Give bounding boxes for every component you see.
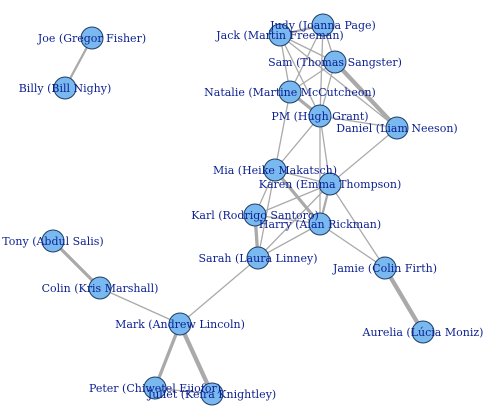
node-judy[interactable] (311, 13, 335, 37)
node-colin[interactable] (88, 276, 112, 300)
edge-sam-daniel (332, 59, 400, 131)
node-label-joe: Joe (Gregor Fisher) (37, 32, 146, 45)
node-label-mia: Mia (Heike Makatsch) (213, 164, 337, 177)
node-harry[interactable] (308, 212, 332, 236)
edge-harry-sarah (257, 223, 321, 259)
node-label-peter: Peter (Chiwetel Ejiofor) (89, 382, 221, 395)
edge-pm-mia (274, 115, 321, 171)
edge-karen-jamie (329, 183, 386, 269)
node-layer (41, 13, 435, 406)
edge-harry-jamie (319, 223, 386, 269)
node-label-natalie: Natalie (Martine McCutcheon) (204, 86, 376, 99)
edge-mia-sarah (257, 169, 276, 259)
edge-mark-juliet (177, 321, 215, 397)
edge-daniel-karen (329, 127, 398, 185)
node-mia[interactable] (263, 158, 287, 182)
node-label-judy: Judy (Joanna Page) (269, 19, 376, 32)
node-label-aurelia: Aurelia (Lúcia Moniz) (362, 326, 483, 339)
node-karl[interactable] (243, 203, 267, 227)
node-pm[interactable] (308, 104, 332, 128)
node-label-juliet: Juliet (Keira Knightley) (147, 388, 276, 401)
node-label-sam: Sam (Thomas Sangster) (268, 56, 402, 69)
edge-karen-karl (254, 183, 331, 216)
edge-sarah-mark (179, 257, 259, 325)
node-label-daniel: Daniel (Liam Neeson) (336, 122, 457, 135)
node-label-sarah: Sarah (Laura Linney) (198, 252, 317, 265)
node-label-tony: Tony (Abdul Salis) (2, 235, 103, 248)
node-label-harry: Harry (Alan Rickman) (259, 218, 381, 231)
edge-natalie-mia (274, 91, 291, 171)
node-label-jamie: Jamie (Colin Firth) (332, 262, 437, 275)
edge-jack-daniel (279, 34, 398, 129)
node-jack[interactable] (268, 23, 292, 47)
node-natalie[interactable] (278, 80, 302, 104)
node-daniel[interactable] (385, 116, 409, 140)
node-joe[interactable] (80, 26, 104, 50)
node-jamie[interactable] (373, 256, 397, 280)
node-juliet[interactable] (200, 382, 224, 406)
label-layer: Joe (Gregor Fisher) Billy (Bill Nighy) Jud… (2, 19, 483, 401)
node-label-pm: PM (Hugh Grant) (271, 110, 368, 123)
node-aurelia[interactable] (411, 320, 435, 344)
node-mark[interactable] (168, 312, 192, 336)
node-label-colin: Colin (Kris Marshall) (42, 282, 159, 295)
edge-jamie-aurelia (382, 265, 426, 335)
node-label-karen: Karen (Emma Thompson) (259, 178, 402, 191)
node-label-mark: Mark (Andrew Lincoln) (115, 318, 245, 331)
node-karen[interactable] (318, 172, 342, 196)
node-label-billy: Billy (Bill Nighy) (19, 82, 112, 95)
edge-jack-pm (279, 34, 321, 117)
edge-pm-daniel (319, 115, 398, 129)
node-label-karl: Karl (Rodrigo Santoro) (191, 209, 319, 222)
edge-colin-mark (99, 287, 181, 325)
node-peter[interactable] (143, 376, 167, 400)
node-sarah[interactable] (246, 246, 270, 270)
node-sam[interactable] (323, 50, 347, 74)
node-billy[interactable] (53, 76, 77, 100)
node-tony[interactable] (41, 229, 65, 253)
node-label-jack: Jack (Martin Freeman) (215, 29, 343, 42)
edge-judy-natalie (289, 24, 324, 93)
